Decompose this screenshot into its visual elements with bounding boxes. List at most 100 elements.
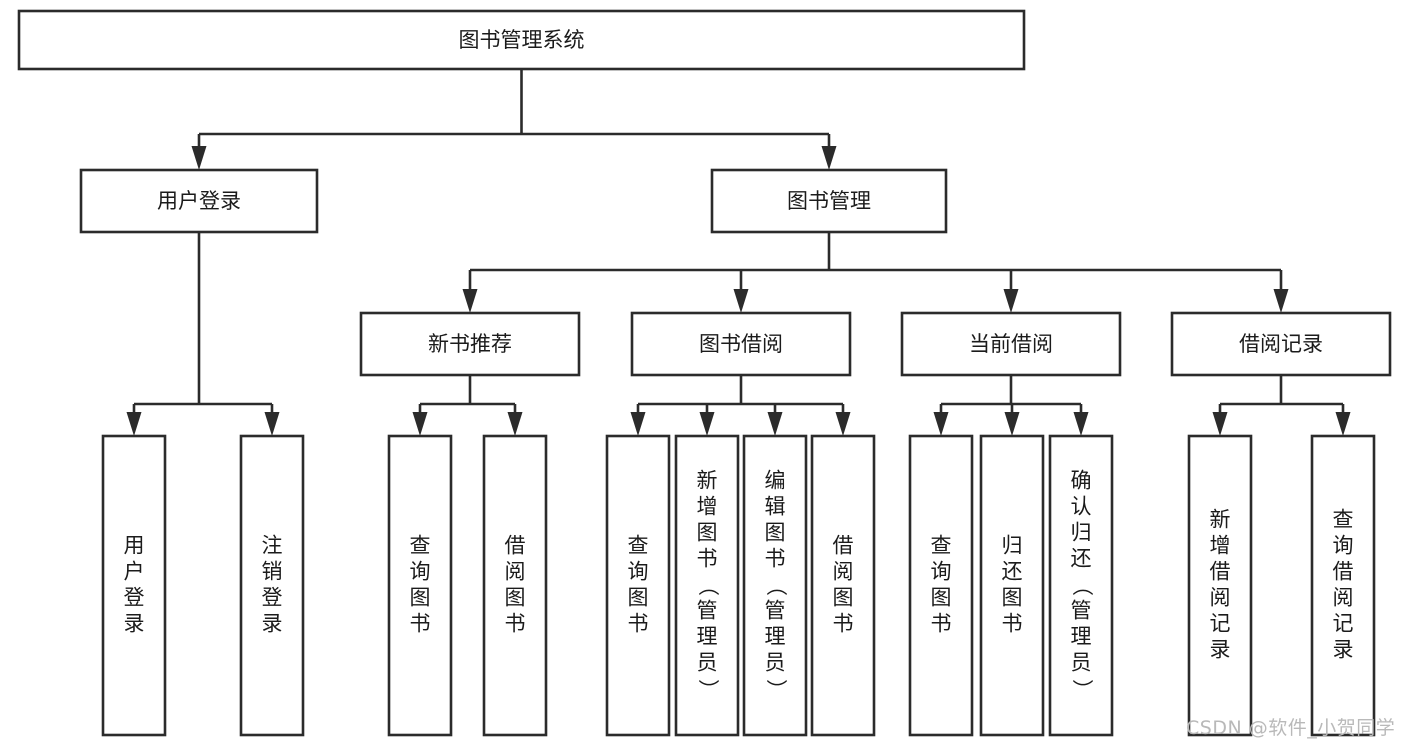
node-label-char-l4-a2-1: 销 — [262, 560, 283, 584]
node-label-char-l4-e2-4: 记 — [1333, 612, 1354, 636]
node-label-l3-record: 借阅记录 — [1239, 332, 1323, 356]
node-label-char-l4-d3-6: 理 — [1071, 625, 1092, 649]
node-label-char-l4-c3-3: 书 — [765, 547, 786, 571]
node-box-l4-c3[interactable] — [742, 434, 808, 737]
node-label-char-l4-c3-8: ） — [764, 679, 788, 700]
node-label-l2-login: 用户登录 — [157, 189, 241, 213]
node-label-char-l4-a2-2: 登 — [262, 586, 283, 610]
node-label-char-l4-d3-0: 确 — [1071, 469, 1092, 493]
node-label-char-l4-e1-3: 阅 — [1210, 586, 1231, 610]
edge-group-root — [191, 69, 837, 170]
edge-group-l3-borrow — [630, 375, 851, 436]
node-label-char-l4-c4-1: 阅 — [833, 560, 854, 584]
node-label-char-l4-c2-1: 增 — [697, 495, 718, 519]
node-l2-books[interactable]: 图书管理 — [710, 168, 948, 234]
node-label-l3-current: 当前借阅 — [969, 332, 1053, 356]
node-label-char-l4-e2-3: 阅 — [1333, 586, 1354, 610]
node-label-char-l4-c3-4: （ — [764, 575, 788, 596]
node-box-l3-current[interactable] — [900, 311, 1122, 377]
node-label-char-l4-c3-1: 辑 — [765, 495, 786, 519]
node-label-char-l4-c2-6: 理 — [697, 625, 718, 649]
node-label-char-l4-c3-6: 理 — [765, 625, 786, 649]
node-box-l4-c4[interactable] — [810, 434, 876, 737]
node-box-l2-login[interactable] — [79, 168, 319, 234]
node-l3-current[interactable]: 当前借阅 — [900, 311, 1122, 377]
node-box-l3-record[interactable] — [1170, 311, 1392, 377]
node-box-l4-d3[interactable] — [1048, 434, 1114, 737]
node-label-char-l4-c4-0: 借 — [833, 534, 854, 558]
node-box-l4-d1[interactable] — [908, 434, 974, 737]
node-label-char-l4-a1-3: 录 — [124, 612, 145, 636]
node-label-char-l4-d3-8: ） — [1070, 679, 1094, 700]
node-box-l4-e1[interactable] — [1187, 434, 1253, 737]
node-label-char-l4-c2-8: ） — [696, 679, 720, 700]
node-label-char-l4-b1-3: 书 — [410, 612, 431, 636]
edges-layer — [126, 69, 1351, 436]
node-label-char-l4-b2-0: 借 — [505, 534, 526, 558]
node-label-char-l4-e1-0: 新 — [1210, 508, 1231, 532]
node-label-char-l4-a1-2: 登 — [124, 586, 145, 610]
node-label-char-l4-b1-1: 询 — [410, 560, 431, 584]
node-label-char-l4-c1-3: 书 — [628, 612, 649, 636]
node-label-char-l4-d2-2: 图 — [1002, 586, 1023, 610]
node-box-l3-newbook[interactable] — [359, 311, 581, 377]
node-label-char-l4-c4-2: 图 — [833, 586, 854, 610]
node-label-char-l4-e1-1: 增 — [1210, 534, 1231, 558]
node-l3-record[interactable]: 借阅记录 — [1170, 311, 1392, 377]
edge-group-l3-record — [1212, 375, 1351, 436]
node-box-l4-b2[interactable] — [482, 434, 548, 737]
node-label-char-l4-e1-2: 借 — [1210, 560, 1231, 584]
node-box-l4-e2[interactable] — [1310, 434, 1376, 737]
node-box-l4-c2[interactable] — [674, 434, 740, 737]
node-label-char-l4-d3-2: 归 — [1071, 521, 1092, 545]
watermark-label: CSDN @软件_小贺同学 — [1186, 717, 1396, 739]
node-box-l4-a2[interactable] — [239, 434, 305, 737]
node-l3-newbook[interactable]: 新书推荐 — [359, 311, 581, 377]
node-label-char-l4-d3-4: （ — [1070, 575, 1094, 596]
node-label-char-l4-c2-3: 书 — [697, 547, 718, 571]
node-label-l3-newbook: 新书推荐 — [428, 332, 512, 356]
node-label-char-l4-d2-3: 书 — [1002, 612, 1023, 636]
node-label-char-l4-c1-1: 询 — [628, 560, 649, 584]
node-l3-borrow[interactable]: 图书借阅 — [630, 311, 852, 377]
nodes-layer: 图书管理系统用户登录图书管理新书推荐图书借阅当前借阅借阅记录用户登录注销登录查询… — [17, 9, 1392, 737]
node-box-l4-b1[interactable] — [387, 434, 453, 737]
edge-group-l3-current — [933, 375, 1089, 436]
node-label-char-l4-d3-5: 管 — [1071, 599, 1092, 623]
node-label-char-l4-c3-0: 编 — [765, 469, 786, 493]
node-label-root: 图书管理系统 — [459, 28, 585, 52]
node-label-char-l4-b2-1: 阅 — [505, 560, 526, 584]
node-label-char-l4-b1-2: 图 — [410, 586, 431, 610]
node-label-char-l4-c2-4: （ — [696, 575, 720, 596]
node-box-root[interactable] — [17, 9, 1026, 71]
node-label-char-l4-c4-3: 书 — [833, 612, 854, 636]
node-box-l4-c1[interactable] — [605, 434, 671, 737]
node-label-char-l4-c2-2: 图 — [697, 521, 718, 545]
node-label-char-l4-b2-2: 图 — [505, 586, 526, 610]
node-root[interactable]: 图书管理系统 — [17, 9, 1026, 71]
node-box-l3-borrow[interactable] — [630, 311, 852, 377]
edge-group-l2-books — [462, 232, 1289, 313]
node-l2-login[interactable]: 用户登录 — [79, 168, 319, 234]
node-l4-a1[interactable]: 用户登录 — [101, 434, 167, 737]
node-label-char-l4-c3-5: 管 — [765, 599, 786, 623]
node-label-char-l4-e2-0: 查 — [1333, 508, 1354, 532]
node-box-l4-a1[interactable] — [101, 434, 167, 737]
node-box-l2-books[interactable] — [710, 168, 948, 234]
node-label-char-l4-c3-2: 图 — [765, 521, 786, 545]
node-box-l4-d2[interactable] — [979, 434, 1045, 737]
